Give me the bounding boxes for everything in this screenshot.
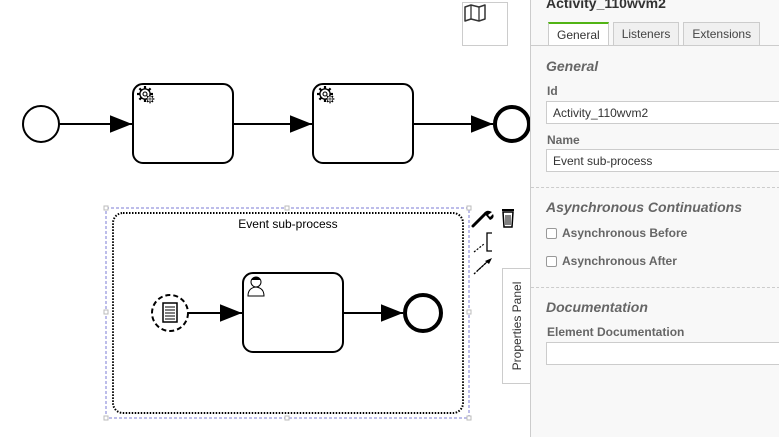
map-icon <box>464 4 486 22</box>
group-title-documentation: Documentation <box>546 299 648 315</box>
user-task[interactable] <box>242 272 344 353</box>
panel-tabs: General Listeners Extensions <box>548 22 764 45</box>
section-divider <box>531 187 779 188</box>
subprocess-label: Event sub-process <box>238 217 338 231</box>
element-documentation-field[interactable] <box>546 342 779 365</box>
id-label: Id <box>547 84 558 98</box>
group-title-async: Asynchronous Continuations <box>546 199 742 215</box>
service-task-1[interactable] <box>132 83 234 164</box>
user-icon <box>247 276 265 297</box>
properties-panel-toggle[interactable]: Properties Panel <box>502 268 530 384</box>
async-after-label: Asynchronous After <box>562 254 677 268</box>
name-label: Name <box>547 133 580 147</box>
name-field[interactable] <box>546 149 779 172</box>
panel-title: Activity_110wvm2 <box>546 0 666 11</box>
inner-end-event[interactable] <box>403 293 443 333</box>
service-task-2[interactable] <box>312 83 414 164</box>
tab-listeners[interactable]: Listeners <box>612 22 680 45</box>
properties-panel: Activity_110wvm2 General Listeners Exten… <box>530 0 779 437</box>
text-annotation-icon[interactable] <box>473 232 492 253</box>
async-after-option[interactable]: Asynchronous After <box>546 254 677 268</box>
async-before-checkbox[interactable] <box>546 227 557 239</box>
id-field[interactable] <box>546 101 779 124</box>
connect-icon[interactable] <box>473 258 492 275</box>
element-documentation-label: Element Documentation <box>547 325 685 339</box>
start-event[interactable] <box>22 105 60 143</box>
minimap-toggle-button[interactable] <box>462 2 508 46</box>
tabs-divider <box>531 45 779 46</box>
tab-extensions[interactable]: Extensions <box>683 22 761 45</box>
group-title-general: General <box>546 58 599 74</box>
properties-panel-toggle-label: Properties Panel <box>509 281 524 371</box>
diagram-canvas[interactable]: Event sub-process Properties Panel <box>0 0 530 437</box>
gear-icon <box>324 93 336 105</box>
conditional-start-event[interactable] <box>151 294 189 332</box>
async-before-option[interactable]: Asynchronous Before <box>546 226 687 240</box>
wrench-icon[interactable] <box>471 210 494 228</box>
section-divider <box>531 287 779 288</box>
resize-handles[interactable] <box>103 205 472 421</box>
async-before-label: Asynchronous Before <box>562 226 688 240</box>
conditional-document-icon <box>162 302 178 323</box>
async-after-checkbox[interactable] <box>546 255 557 267</box>
end-event[interactable] <box>493 105 530 143</box>
tab-general[interactable]: General <box>548 22 609 45</box>
trash-icon[interactable] <box>502 209 514 228</box>
